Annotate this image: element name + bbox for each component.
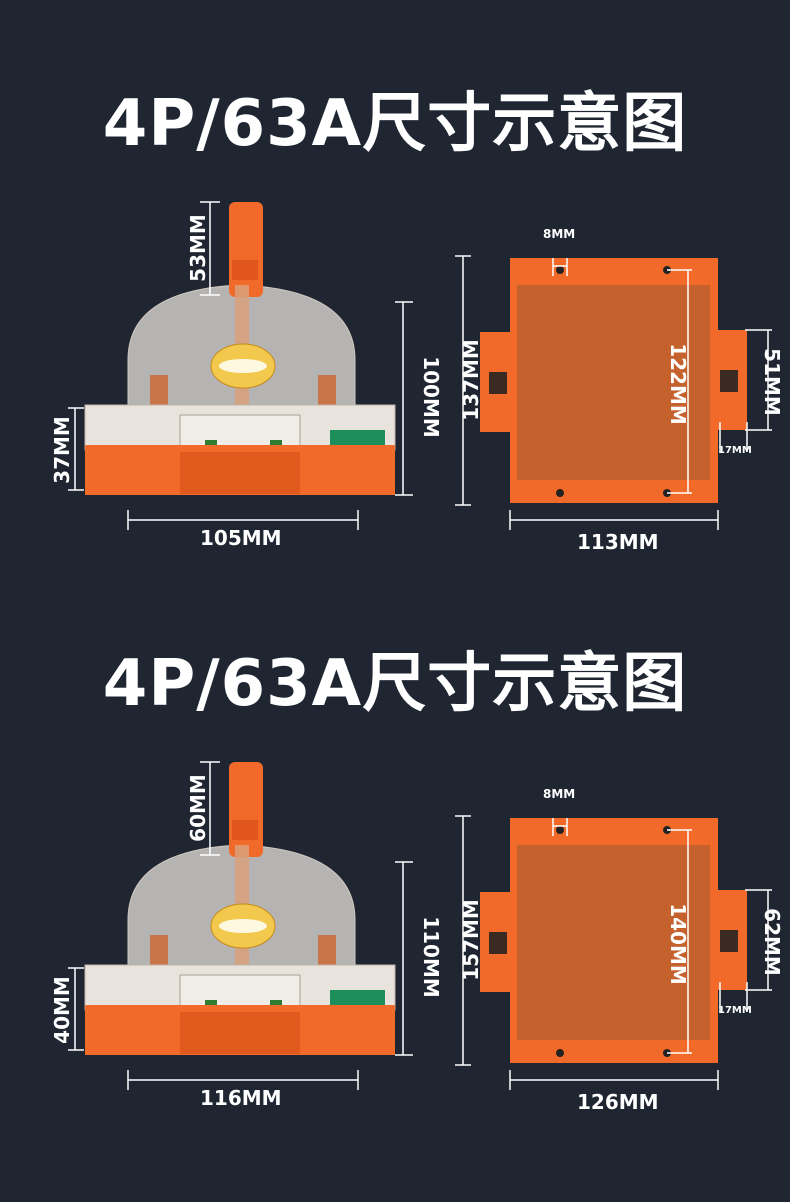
- dim-body-height: 137MM: [458, 339, 483, 421]
- front-view-switch: [84, 762, 396, 1055]
- dim-front-width: 116MM: [200, 1086, 282, 1110]
- section-2-panel: 60MM 110MM 40MM 116MM 8MM 157MM 140MM 62…: [0, 750, 790, 1170]
- front-dimensions: [68, 761, 413, 1090]
- switch-handle: [229, 762, 263, 857]
- dim-tab-width: 17MM: [718, 1005, 752, 1016]
- back-dimensions: [455, 815, 772, 1090]
- front-dimensions: [68, 201, 413, 530]
- dim-front-width: 105MM: [200, 526, 282, 550]
- dim-tab-height: 62MM: [759, 908, 784, 976]
- dim-hole-spacing: 140MM: [665, 903, 690, 985]
- section-2-drawing: [68, 761, 772, 1090]
- dim-body-height: 157MM: [458, 899, 483, 981]
- dim-base-height: 40MM: [49, 976, 74, 1044]
- dim-tab-width: 17MM: [718, 445, 752, 456]
- back-plate: [517, 285, 710, 480]
- front-view-switch: [84, 202, 396, 495]
- back-plate: [517, 845, 710, 1040]
- dim-handle-height: 53MM: [185, 214, 210, 282]
- section-1-title: 4P/63A尺寸示意图: [102, 87, 688, 161]
- dim-back-width: 113MM: [577, 530, 659, 554]
- section-1-drawing: [68, 201, 772, 530]
- section-2-title: 4P/63A尺寸示意图: [102, 647, 688, 721]
- dim-hole-offset: 8MM: [543, 227, 576, 241]
- dim-base-height: 37MM: [49, 416, 74, 484]
- dim-handle-height: 60MM: [185, 774, 210, 842]
- dim-back-width: 126MM: [577, 1090, 659, 1114]
- back-view-plate: [480, 818, 747, 1063]
- dim-hole-offset: 8MM: [543, 787, 576, 801]
- dim-hole-spacing: 122MM: [665, 343, 690, 425]
- switch-handle: [229, 202, 263, 297]
- section-1-panel: 53MM 100MM 37MM 105MM 8MM 137MM 122MM 51…: [0, 190, 790, 610]
- back-dimensions: [455, 255, 772, 530]
- dim-tab-height: 51MM: [759, 348, 784, 416]
- back-view-plate: [480, 258, 747, 503]
